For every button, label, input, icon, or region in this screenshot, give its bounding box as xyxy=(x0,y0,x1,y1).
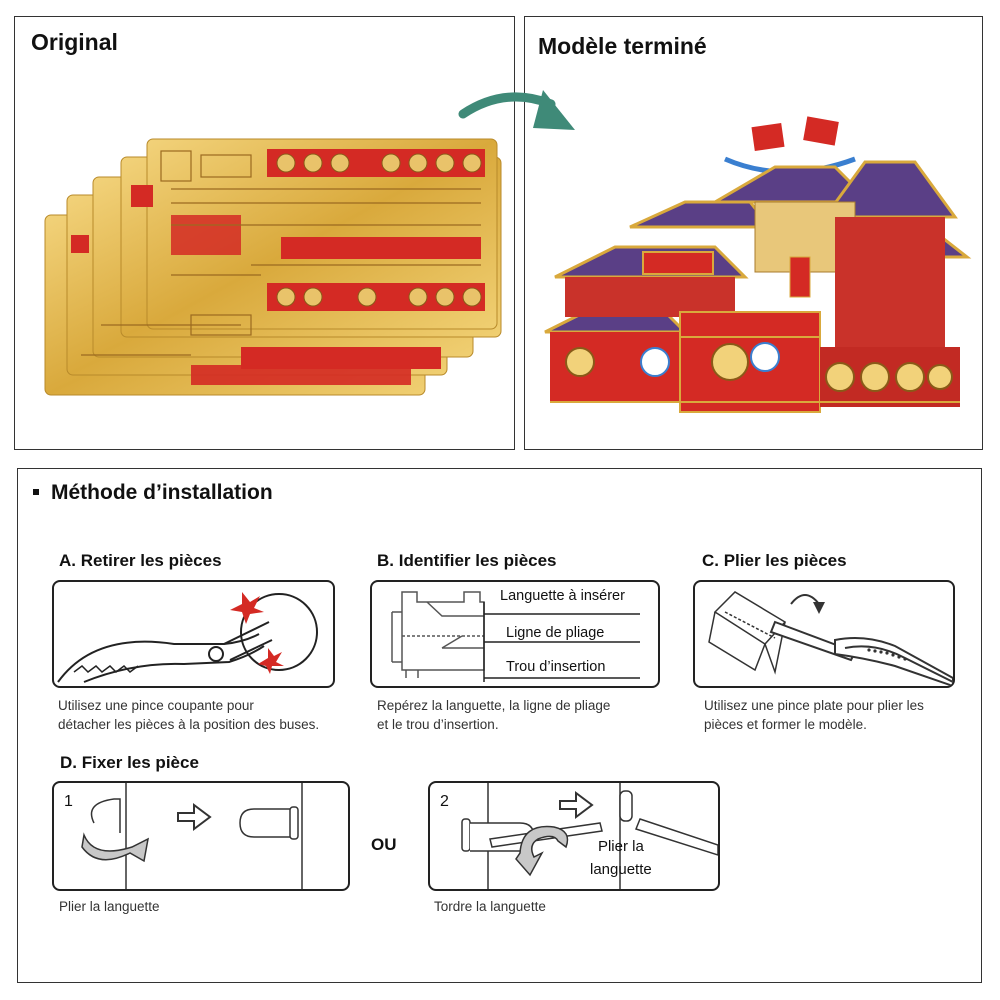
finished-model-title: Modèle terminé xyxy=(538,33,707,59)
step-b-title: B. Identifier les pièces xyxy=(377,551,557,570)
step-c-illustration xyxy=(693,580,955,688)
step-d-method-1-illustration: 1 xyxy=(52,781,350,891)
medallions xyxy=(565,343,953,392)
section-bullet xyxy=(33,489,39,495)
metal-sheets-image xyxy=(44,138,502,396)
transition-arrow-icon xyxy=(458,90,575,130)
step-b-caption: Repérez la languette, la ligne de pliage… xyxy=(377,698,611,732)
sheet-stack xyxy=(44,138,502,396)
method-1-number: 1 xyxy=(64,793,73,810)
cutting-pliers-icon xyxy=(57,593,318,683)
installation-title: Méthode d’installation xyxy=(51,481,273,504)
finished-model-image xyxy=(544,116,972,413)
insertion-hole-label: Trou d’insertion xyxy=(506,659,606,675)
or-label: OU xyxy=(371,835,397,854)
step-d-title: D. Fixer les pièce xyxy=(60,753,199,772)
original-title: Original xyxy=(31,29,118,55)
bend-tab-label: Plier la languette xyxy=(590,838,652,878)
step-c-title: C. Plier les pièces xyxy=(702,551,847,570)
flags xyxy=(724,116,856,175)
right-arrow-icon xyxy=(177,803,212,831)
finished-model-panel: Modèle terminé xyxy=(524,16,983,450)
part-outline-icon xyxy=(391,591,485,678)
step-a-title: A. Retirer les pièces xyxy=(59,551,222,570)
rotate-arrow-icon xyxy=(790,594,825,614)
bend-tab-icon xyxy=(81,798,150,863)
right-arrow-icon xyxy=(559,791,594,819)
original-panel: Original xyxy=(14,16,515,450)
twist-arrow-icon xyxy=(515,825,569,877)
flat-pliers-icon xyxy=(769,620,953,686)
method-2-number: 2 xyxy=(440,793,449,810)
palace-walls xyxy=(550,201,960,413)
method-1-caption: Plier la languette xyxy=(59,899,160,914)
step-a-caption: Utilisez une pince coupante pour détache… xyxy=(58,698,320,732)
step-c-caption: Utilisez une pince plate pour plier les … xyxy=(704,698,924,732)
step-b-illustration: Languette à insérer Ligne de pliage Trou… xyxy=(370,580,660,688)
folded-part-icon xyxy=(708,591,787,675)
method-2-caption: Tordre la languette xyxy=(434,899,546,914)
tab-slot-icon xyxy=(239,806,299,840)
tab-slot-icon xyxy=(619,790,718,856)
installation-panel: Méthode d’installation A. Retirer les pi… xyxy=(17,468,982,983)
step-d-method-2-illustration: 2 Plier la xyxy=(428,781,720,891)
fold-line-label: Ligne de pliage xyxy=(506,625,605,641)
tab-label: Languette à insérer xyxy=(500,588,625,604)
cut-spark-icon xyxy=(230,592,284,674)
step-a-illustration xyxy=(52,580,335,688)
